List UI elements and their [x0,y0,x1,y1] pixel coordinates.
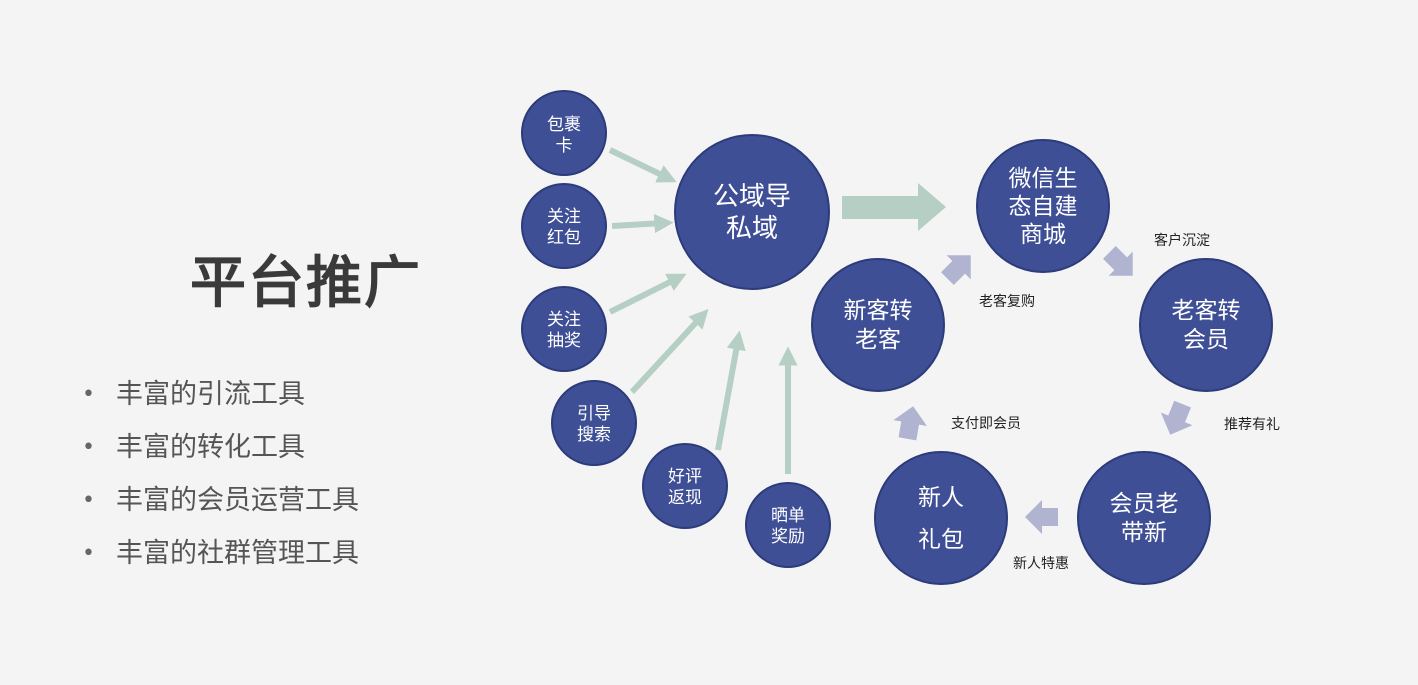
list-item-label: 丰富的社群管理工具 [116,538,359,569]
edge-label-newbie-discount: 新人特惠 [1013,556,1069,572]
arrow-search-to-center [629,308,709,395]
arrow-new-to-mall [941,255,971,285]
svg-text:微信生态自建商城: 微信生态自建商城 [1009,166,1078,248]
node-label: 老客 [855,327,901,353]
node-label: 好评 [668,467,702,487]
svg-text:新客转老客: 新客转老客 [844,298,913,353]
edge-label-customer-retention: 客户沉淀 [1154,232,1210,249]
node-newbie-gift: 新人礼包 [874,451,1008,585]
node-parcel: 包裹卡 [521,90,607,176]
node-label: 会员老 [1110,491,1179,517]
svg-text:老客转会员: 老客转会员 [1172,298,1241,353]
node-new-to-old: 新客转老客 [811,258,945,392]
edge-label-referral-reward: 推荐有礼 [1224,417,1280,433]
svg-text:引导搜索: 引导搜索 [577,404,611,445]
arrow-member-to-gift [1025,500,1058,534]
node-label: 带新 [1121,520,1167,546]
node-label: 关注 [547,310,581,330]
node-label: 晒单 [771,506,805,526]
node-label: 搜索 [577,425,611,445]
node-label: 会员 [1183,327,1229,353]
node-label: 微信生 [1009,166,1078,192]
node-label: 礼包 [918,527,964,553]
node-label: 老客转 [1172,298,1241,324]
node-follow-lottery: 关注抽奖 [521,286,607,372]
svg-text:包裹卡: 包裹卡 [547,115,581,156]
svg-text:晒单奖励: 晒单奖励 [771,506,805,547]
list-item-label: 丰富的转化工具 [116,432,305,463]
list-item: • 丰富的转化工具 [80,425,359,478]
bullet-icon: • [82,435,95,460]
bullet-icon: • [82,382,95,407]
bullet-icon: • [82,488,95,513]
node-label: 关注 [547,207,581,227]
node-label: 抽奖 [547,331,581,351]
edge-label-pay-membership: 支付即会员 [951,416,1021,432]
node-label: 返现 [668,488,702,508]
node-member-referral: 会员老带新 [1077,451,1211,585]
svg-text:会员老带新: 会员老带新 [1110,491,1179,546]
node-label: 态自建 [1009,194,1078,220]
node-review-cashback: 好评返现 [642,443,728,529]
arrow-lottery-to-center [608,273,687,315]
node-label: 公域导 [713,182,791,212]
edge-label-repurchase: 老客复购 [979,293,1035,310]
node-share-reward: 晒单奖励 [745,482,831,568]
source-arrows [608,147,798,474]
node-follow-redpack: 关注红包 [521,183,607,269]
node-label: 新人 [918,485,964,511]
svg-text:新人礼包: 新人礼包 [918,485,964,553]
arrow-mall-to-old [1103,246,1133,276]
bullet-icon: • [82,541,95,566]
arrow-old-to-member [1160,400,1193,435]
svg-text:好评返现: 好评返现 [668,467,702,508]
list-item-label: 丰富的引流工具 [116,379,305,410]
node-guide-search: 引导搜索 [551,380,637,466]
list-item: • 丰富的社群管理工具 [80,531,359,584]
cycle-arrows [893,246,1193,534]
node-old-to-member: 老客转会员 [1139,258,1273,392]
arrow-redpack-to-center [611,213,674,234]
list-item: • 丰富的会员运营工具 [80,478,359,531]
node-center: 公域导私域 [674,134,830,290]
node-label: 红包 [547,228,581,248]
node-label: 私域 [726,214,778,244]
node-label: 商城 [1020,222,1066,248]
arrow-gift-to-new [893,406,927,441]
svg-text:关注抽奖: 关注抽奖 [547,310,581,351]
svg-text:关注红包: 关注红包 [547,207,581,248]
node-label: 新客转 [844,298,913,324]
node-label: 奖励 [771,527,805,547]
list-item-label: 丰富的会员运营工具 [116,485,359,516]
arrow-review-to-center [715,330,746,451]
node-label: 卡 [556,136,573,156]
arrow-center-to-mall [842,183,946,231]
list-item: • 丰富的引流工具 [80,372,359,425]
node-label: 包裹 [547,115,581,135]
page-title: 平台推广 [190,251,422,316]
arrow-parcel-to-center [608,147,677,183]
feature-list: • 丰富的引流工具 • 丰富的转化工具 • 丰富的会员运营工具 • 丰富的社群管理工具 [80,372,359,584]
node-label: 引导 [577,404,611,424]
node-wechat-mall: 微信生态自建商城 [976,139,1110,273]
svg-text:公域导私域: 公域导私域 [713,182,791,244]
